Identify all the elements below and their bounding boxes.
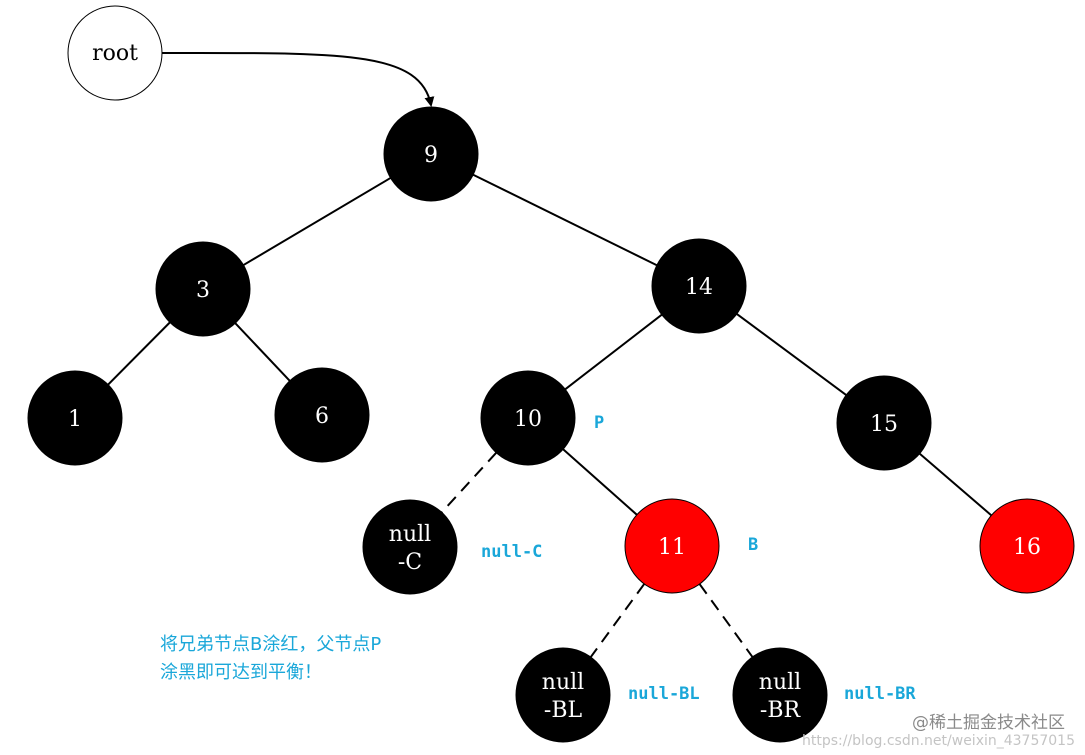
root-node [67, 5, 163, 101]
node-circle [979, 498, 1075, 594]
node-circle [27, 370, 123, 466]
node-label: 10 [514, 407, 542, 432]
note-line-1: 将兄弟节点B涂红，父节点P [160, 634, 381, 655]
node-circle [624, 498, 720, 594]
node-circle [383, 106, 479, 202]
edge-n10-n11 [562, 448, 638, 516]
node-label: 9 [424, 143, 438, 168]
edge-n3-n1 [107, 321, 171, 386]
watermark-url: https://blog.csdn.net/weixin_43757015 [802, 733, 1075, 749]
node-circle [155, 241, 251, 337]
edge-n15-n16 [918, 452, 993, 517]
node-circle [480, 370, 576, 466]
node-circle [732, 647, 828, 743]
node-label: null [389, 522, 431, 547]
tree-node-n3: 3 [155, 241, 251, 337]
edge-n11-nBR [698, 583, 754, 658]
node-label: -C [398, 550, 422, 575]
edge-n9-n3 [242, 177, 392, 266]
note-line-2: 涂黑即可达到平衡！ [160, 662, 322, 683]
node-circle [651, 238, 747, 334]
tree-node-n11: 11 [624, 498, 720, 594]
tree-node-nBR: null -BR [732, 647, 828, 743]
annotation-null-br: null-BR [844, 684, 916, 704]
tree-node-n16: 16 [979, 498, 1075, 594]
tree-node-nC: null -C [362, 499, 458, 595]
tree-node-n6: 6 [274, 367, 370, 463]
edge-n10-nC [440, 452, 498, 513]
annotation-null-bl: null-BL [628, 684, 700, 704]
node-circle [515, 647, 611, 743]
node-label: 6 [315, 404, 329, 429]
root-label: root [92, 41, 138, 66]
edge-n11-nBL [589, 583, 646, 658]
node-label: 16 [1013, 535, 1041, 560]
root-pointer-arrow [161, 51, 435, 107]
node-circle [362, 499, 458, 595]
annotation-p: P [594, 413, 604, 433]
node-label: -BR [760, 698, 802, 723]
node-label: -BL [544, 698, 583, 723]
annotation-b: B [748, 535, 758, 555]
node-label: 14 [685, 275, 713, 300]
node-label: null [759, 670, 801, 695]
node-label: 15 [870, 412, 898, 437]
node-label: null [542, 670, 584, 695]
annotation-null-c: null-C [481, 542, 542, 562]
node-circle [274, 367, 370, 463]
edge-n14-n10 [564, 313, 663, 391]
tree-node-nBL: null -BL [515, 647, 611, 743]
node-label: 3 [196, 278, 210, 303]
tree-node-n15: 15 [836, 375, 932, 471]
node-circle [836, 375, 932, 471]
tree-edges [107, 173, 993, 658]
edge-n3-n6 [234, 322, 291, 382]
edge-n14-n15 [736, 313, 847, 396]
node-label: 1 [68, 407, 82, 432]
tree-node-n10: 10 [480, 370, 576, 466]
tree-node-n1: 1 [27, 370, 123, 466]
watermark-brand: @稀土掘金技术社区 [912, 713, 1065, 733]
node-label: 11 [658, 535, 686, 560]
edge-n9-n14 [472, 173, 658, 267]
tree-node-n14: 14 [651, 238, 747, 334]
tree-node-n9: 9 [383, 106, 479, 202]
